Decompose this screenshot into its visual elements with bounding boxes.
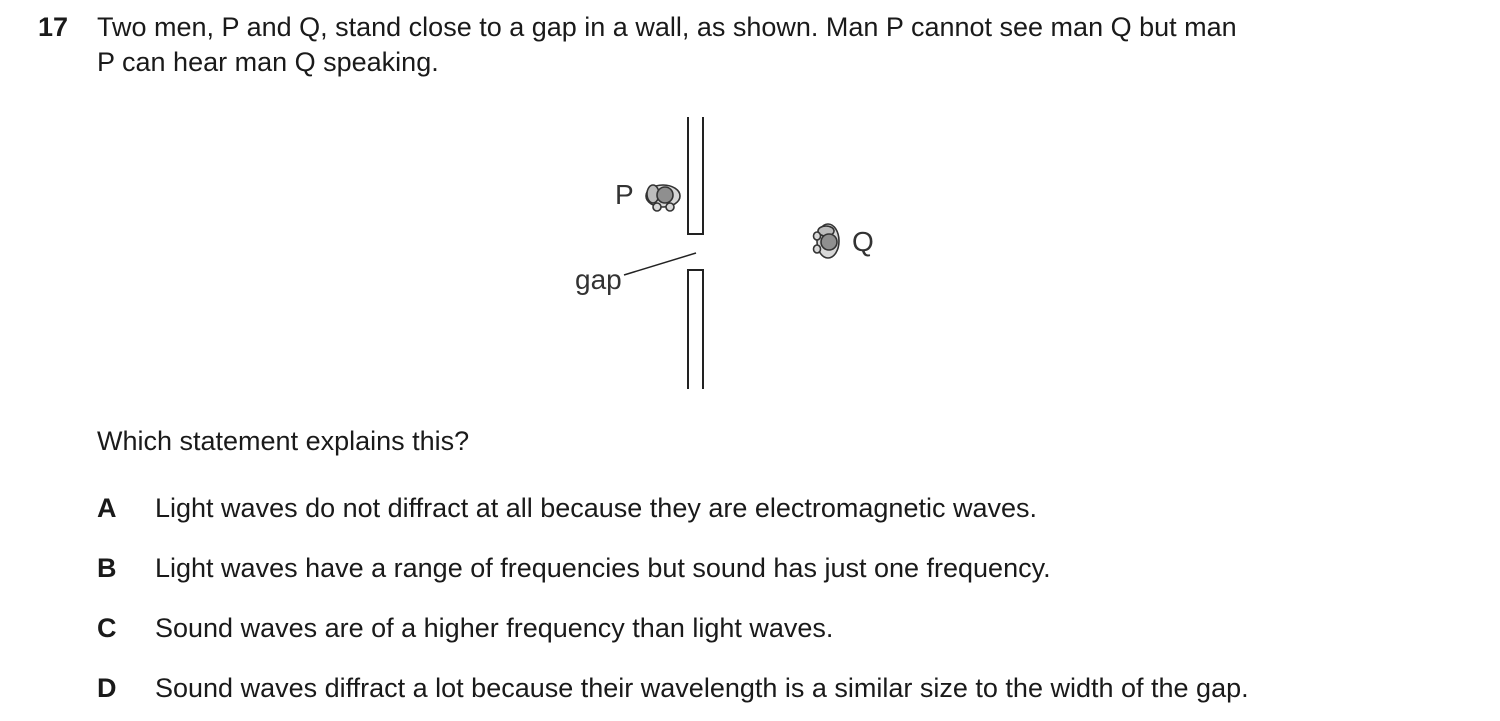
label-p: P (615, 179, 634, 210)
question-prompt: Which statement explains this? (97, 426, 470, 456)
option-d[interactable]: D Sound waves diffract a lot because thei… (97, 671, 1249, 706)
option-c-text: Sound waves are of a higher frequency th… (155, 613, 834, 643)
question-stem: Two men, P and Q, stand close to a gap i… (97, 10, 1477, 80)
question-stem-line-1: Two men, P and Q, stand close to a gap i… (97, 12, 1237, 42)
label-q: Q (852, 226, 874, 257)
option-a[interactable]: A Light waves do not diffract at all beca… (97, 491, 1037, 526)
option-b-text: Light waves have a range of frequencies … (155, 553, 1051, 583)
option-c[interactable]: C Sound waves are of a higher frequency t… (97, 611, 833, 646)
option-a-text: Light waves do not diffract at all becau… (155, 493, 1037, 523)
question-stem-line-2: P can hear man Q speaking. (97, 47, 439, 77)
gap-pointer-line (623, 252, 697, 276)
option-a-letter: A (97, 493, 117, 523)
person-q-icon (812, 223, 840, 259)
option-b[interactable]: B Light waves have a range of frequencies… (97, 551, 1051, 586)
question-number: 17 (38, 12, 69, 42)
option-d-text: Sound waves diffract a lot because their… (155, 673, 1249, 703)
upper-wall (687, 117, 704, 235)
option-d-letter: D (97, 673, 117, 703)
option-c-letter: C (97, 613, 117, 643)
lower-wall (687, 269, 704, 389)
person-p-icon (645, 184, 681, 212)
label-gap: gap (575, 264, 622, 295)
option-b-letter: B (97, 553, 117, 583)
